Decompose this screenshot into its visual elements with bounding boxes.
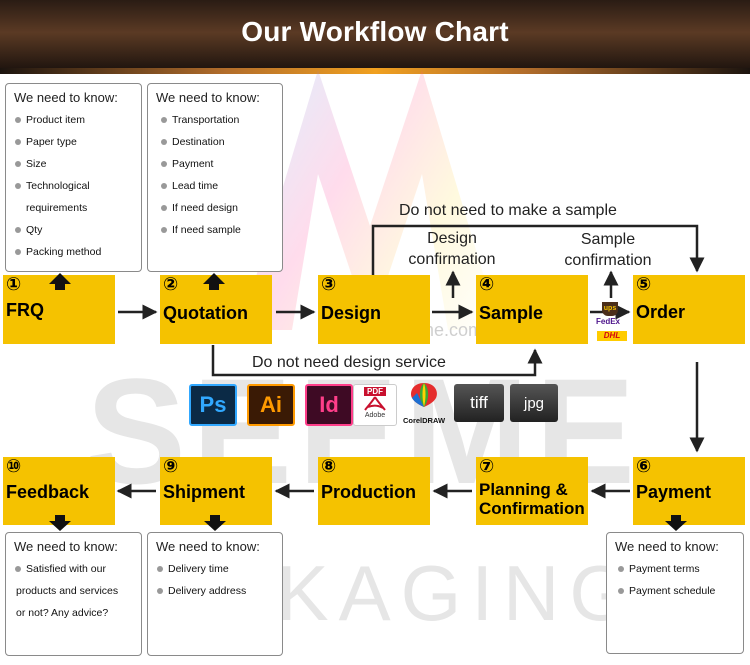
info-item: Delivery address xyxy=(156,580,282,602)
header-banner: Our Workflow Chart xyxy=(0,0,750,72)
step-label-line2: Confirmation xyxy=(479,499,585,518)
info-box-frq: We need to know: Product item Paper type… xyxy=(5,83,142,272)
step-label: Shipment xyxy=(163,482,246,502)
step-quotation: ② Quotation xyxy=(160,274,272,344)
step-label: FRQ xyxy=(6,300,44,320)
info-box-payment: We need to know: Payment terms Payment s… xyxy=(606,532,744,654)
jpg-icon: jpg xyxy=(510,384,558,422)
info-list: Satisfied with our products and services… xyxy=(6,558,141,624)
step-planning: ⑦ Planning & Confirmation xyxy=(476,456,588,525)
step-label: Feedback xyxy=(6,482,90,502)
ups-logo: ups xyxy=(602,302,618,316)
step-label: Payment xyxy=(636,482,712,502)
step-design: ③ Design xyxy=(318,274,430,344)
step-label: Quotation xyxy=(163,303,248,323)
info-item: Product item xyxy=(14,109,141,131)
design-confirmation-label: Design confirmation xyxy=(400,228,504,270)
step-sample: ④ Sample xyxy=(476,274,588,344)
info-box-feedback: We need to know: Satisfied with our prod… xyxy=(5,532,142,656)
info-item: Qty xyxy=(14,219,141,241)
carrier-logos: ups FedEx DHL xyxy=(595,302,633,344)
step-label: Design xyxy=(321,303,382,323)
step-feedback: ⑩ Feedback xyxy=(3,456,115,525)
step-label: Order xyxy=(636,302,686,322)
info-box-title: We need to know: xyxy=(14,90,118,105)
step-number: ⑦ xyxy=(479,456,495,476)
info-item: Transportation xyxy=(160,109,282,131)
info-item: Paper type xyxy=(14,131,141,153)
step-number: ⑨ xyxy=(163,456,179,476)
info-box-title: We need to know: xyxy=(156,90,260,105)
step-number: ① xyxy=(6,274,22,294)
step-number: ⑧ xyxy=(321,456,337,476)
info-item: Delivery time xyxy=(156,558,282,580)
info-item: Packing method xyxy=(14,241,141,263)
sample-confirmation-line1: Sample xyxy=(580,231,636,248)
ps-icon-text: Ps xyxy=(199,392,227,417)
step-production: ⑧ Production xyxy=(318,456,430,525)
info-item: Destination xyxy=(160,131,282,153)
info-list: Transportation Destination Payment Lead … xyxy=(148,109,282,241)
pdf-icon-sub: Adobe xyxy=(364,412,386,419)
step-number: ③ xyxy=(321,274,337,294)
pdf-icon: PDF Adobe xyxy=(353,384,397,426)
dhl-logo: DHL xyxy=(597,331,627,341)
info-box-title: We need to know: xyxy=(14,539,118,554)
sample-confirmation-label: Sample confirmation xyxy=(556,229,660,271)
skip-design-label: Do not need design service xyxy=(252,354,446,371)
info-list: Product item Paper type Size Technologic… xyxy=(6,109,141,263)
step-label: Production xyxy=(321,482,416,502)
id-icon-text: Id xyxy=(319,392,339,417)
step-payment: ⑥ Payment xyxy=(633,456,745,525)
ps-icon: Ps xyxy=(189,384,237,426)
step-frq: ① FRQ xyxy=(3,274,115,344)
info-box-quotation: We need to know: Transportation Destinat… xyxy=(147,83,283,272)
ai-icon-text: Ai xyxy=(260,392,282,417)
step-number: ⑩ xyxy=(6,456,22,476)
info-item: Technological xyxy=(14,175,141,197)
step-label: Sample xyxy=(479,303,544,323)
step-label: Planning & xyxy=(479,480,568,499)
design-confirmation-line2: confirmation xyxy=(408,251,496,268)
sample-confirmation-line2: confirmation xyxy=(564,252,652,269)
info-item: Payment xyxy=(160,153,282,175)
coreldraw-icon: CorelDRAW xyxy=(399,381,449,425)
step-number: ④ xyxy=(479,274,495,294)
info-box-shipment: We need to know: Delivery time Delivery … xyxy=(147,532,283,656)
ai-icon: Ai xyxy=(247,384,295,426)
info-item: If need design xyxy=(160,197,282,219)
design-confirmation-line1: Design xyxy=(427,230,477,247)
info-item: Size xyxy=(14,153,141,175)
step-order: ⑤ Order xyxy=(633,274,745,344)
fedex-logo: FedEx xyxy=(596,317,621,326)
page-title: Our Workflow Chart xyxy=(241,16,509,47)
info-item: products and services xyxy=(16,585,119,597)
info-list: Delivery time Delivery address xyxy=(148,558,282,602)
step-shipment: ⑨ Shipment xyxy=(160,456,272,525)
pdf-icon-text: PDF xyxy=(364,387,386,396)
info-box-title: We need to know: xyxy=(615,539,719,554)
info-item: requirements xyxy=(26,202,88,214)
balloon-glyph xyxy=(411,383,437,407)
info-box-title: We need to know: xyxy=(156,539,260,554)
tiff-icon: tiff xyxy=(454,384,504,422)
info-item: If need sample xyxy=(160,219,282,241)
info-item: or not? Any advice? xyxy=(16,607,109,619)
tiff-icon-text: tiff xyxy=(470,393,488,412)
info-item: Payment terms xyxy=(617,558,743,580)
info-item: Lead time xyxy=(160,175,282,197)
jpg-icon-text: jpg xyxy=(523,394,545,412)
adobe-glyph xyxy=(364,396,386,411)
step-number: ⑥ xyxy=(636,456,652,476)
info-list: Payment terms Payment schedule xyxy=(607,558,743,602)
header-band xyxy=(0,68,750,74)
info-item: Payment schedule xyxy=(617,580,743,602)
step-number: ⑤ xyxy=(636,274,652,294)
info-item: Satisfied with our xyxy=(14,558,141,580)
coreldraw-icon-text: CorelDRAW xyxy=(402,416,446,425)
step-number: ② xyxy=(163,274,179,294)
id-icon: Id xyxy=(305,384,353,426)
skip-sample-label: Do not need to make a sample xyxy=(399,202,617,219)
